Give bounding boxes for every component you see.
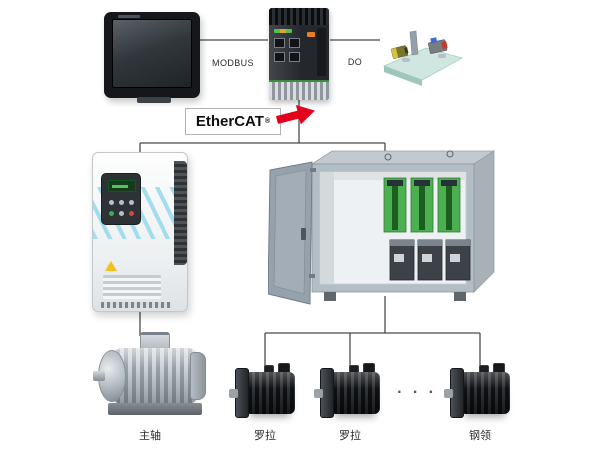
plc-port [289,52,300,62]
vfd-vents [103,275,161,299]
vfd-housing [92,152,188,312]
sensor-fittings [402,54,446,62]
sensor-right [428,37,448,54]
plc-status-leds [274,29,292,33]
ethercat-arrow-icon [274,99,322,135]
servo-motor-ring [444,360,514,420]
vfd-button [109,200,114,205]
hmi-brand-logo [118,15,140,18]
plc-side-slot [317,28,326,76]
plc-heatsink [269,8,329,25]
ethercat-text: EtherCAT [195,113,264,130]
motor-fan-cover [190,352,206,400]
modbus-label: MODBUS [212,58,254,68]
warning-triangle-icon [105,261,117,271]
vfd-keypad [101,173,141,225]
registered-mark-icon: ® [264,118,271,125]
spindle-motor [93,330,208,424]
motor-body [112,348,198,404]
roller-2-label: 罗拉 [339,430,361,442]
vfd-button [129,200,134,205]
cabinet-door [267,161,316,305]
vfd-display-readout [112,185,128,188]
vfd-inverter [92,152,188,312]
plc-controller [269,8,329,100]
drive-units [389,239,471,281]
ethercat-logo: EtherCAT® [185,108,281,135]
servo-motor-roller-1 [229,360,299,420]
vfd-heatsink [174,161,187,265]
servo-body [330,372,380,414]
hmi-stand [136,97,172,103]
vfd-bottom-vents [101,302,171,308]
plc-port [274,52,285,62]
spindle-label: 主轴 [139,430,161,442]
cabinet-feet [324,292,466,301]
servo-shaft [229,389,238,398]
ring-label: 钢领 [469,430,491,442]
vfd-display [108,180,136,192]
plc-latch [307,32,315,37]
motor-base [108,403,202,415]
more-motors-ellipsis: · · · [397,384,437,401]
do-label: DO [347,57,363,67]
servo-drive-cabinet [267,144,508,312]
vfd-run-button [109,211,114,216]
digital-io-sensors [376,22,468,94]
servo-shaft [314,389,323,398]
servo-body [460,372,510,414]
vfd-stop-button [129,211,134,216]
roller-1-label: 罗拉 [254,430,276,442]
door-lock [301,228,306,240]
servo-drive-modules [383,177,461,233]
servo-motor-roller-2 [314,360,384,420]
vfd-button [119,211,124,216]
plc-terminal-block [269,80,329,100]
sensor-left [390,45,409,59]
motor-shaft [93,371,105,381]
vfd-button [119,200,124,205]
servo-shaft [444,389,453,398]
hmi-panel [104,12,200,103]
plc-port [289,38,300,48]
hmi-screen [112,19,192,88]
servo-body [245,372,295,414]
plc-port [274,38,285,48]
